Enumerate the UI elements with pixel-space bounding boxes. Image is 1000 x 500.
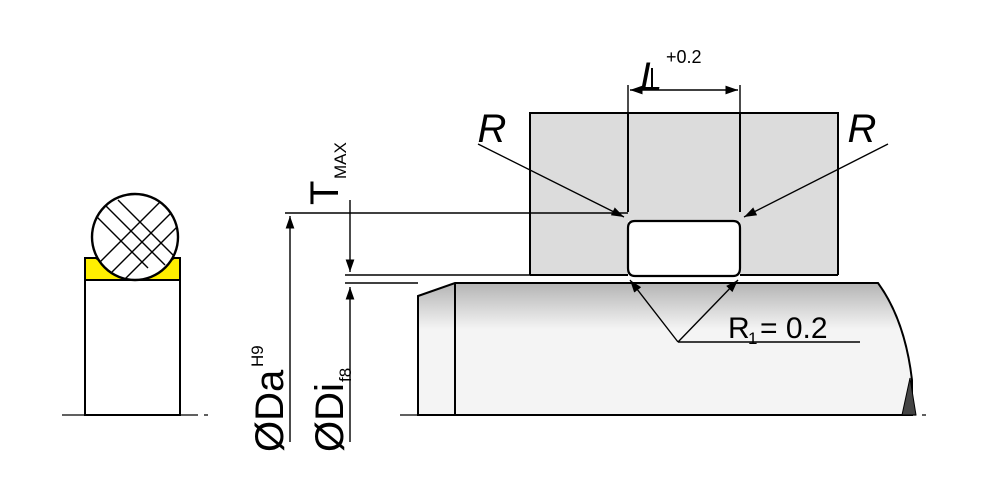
r-leaders	[477, 143, 889, 218]
r1-leaders	[629, 279, 860, 343]
di-label-sub: f8	[336, 368, 355, 382]
housing-groove-top	[628, 113, 740, 221]
r-label-right: R	[848, 107, 877, 151]
da-label: ØDa	[248, 369, 292, 452]
da-label-sup: H9	[248, 345, 267, 367]
oring-side-view	[62, 192, 210, 416]
l-tolerance: +0.2	[666, 47, 702, 67]
oring-cross-section	[90, 192, 180, 282]
l-dimension	[630, 68, 738, 95]
r-label-left: R	[478, 107, 507, 151]
oring-hatching	[94, 199, 178, 280]
di-label: ØDi	[308, 383, 352, 452]
r1-label-sub: 1	[748, 329, 757, 348]
groove	[626, 219, 742, 278]
t-label-group: T MAX	[303, 142, 350, 205]
di-label-group: ØDi f8	[308, 368, 355, 452]
t-label: T	[303, 181, 347, 205]
t-label-sub: MAX	[331, 142, 350, 179]
shaft-body	[417, 282, 913, 416]
shaft	[400, 282, 930, 416]
r1-label: R	[728, 312, 750, 345]
l-label: L	[640, 55, 662, 99]
r1-value: = 0.2	[760, 312, 828, 345]
backup-ring-body	[84, 277, 181, 416]
da-label-group: ØDa H9	[248, 345, 292, 452]
extension-lines	[285, 85, 741, 284]
